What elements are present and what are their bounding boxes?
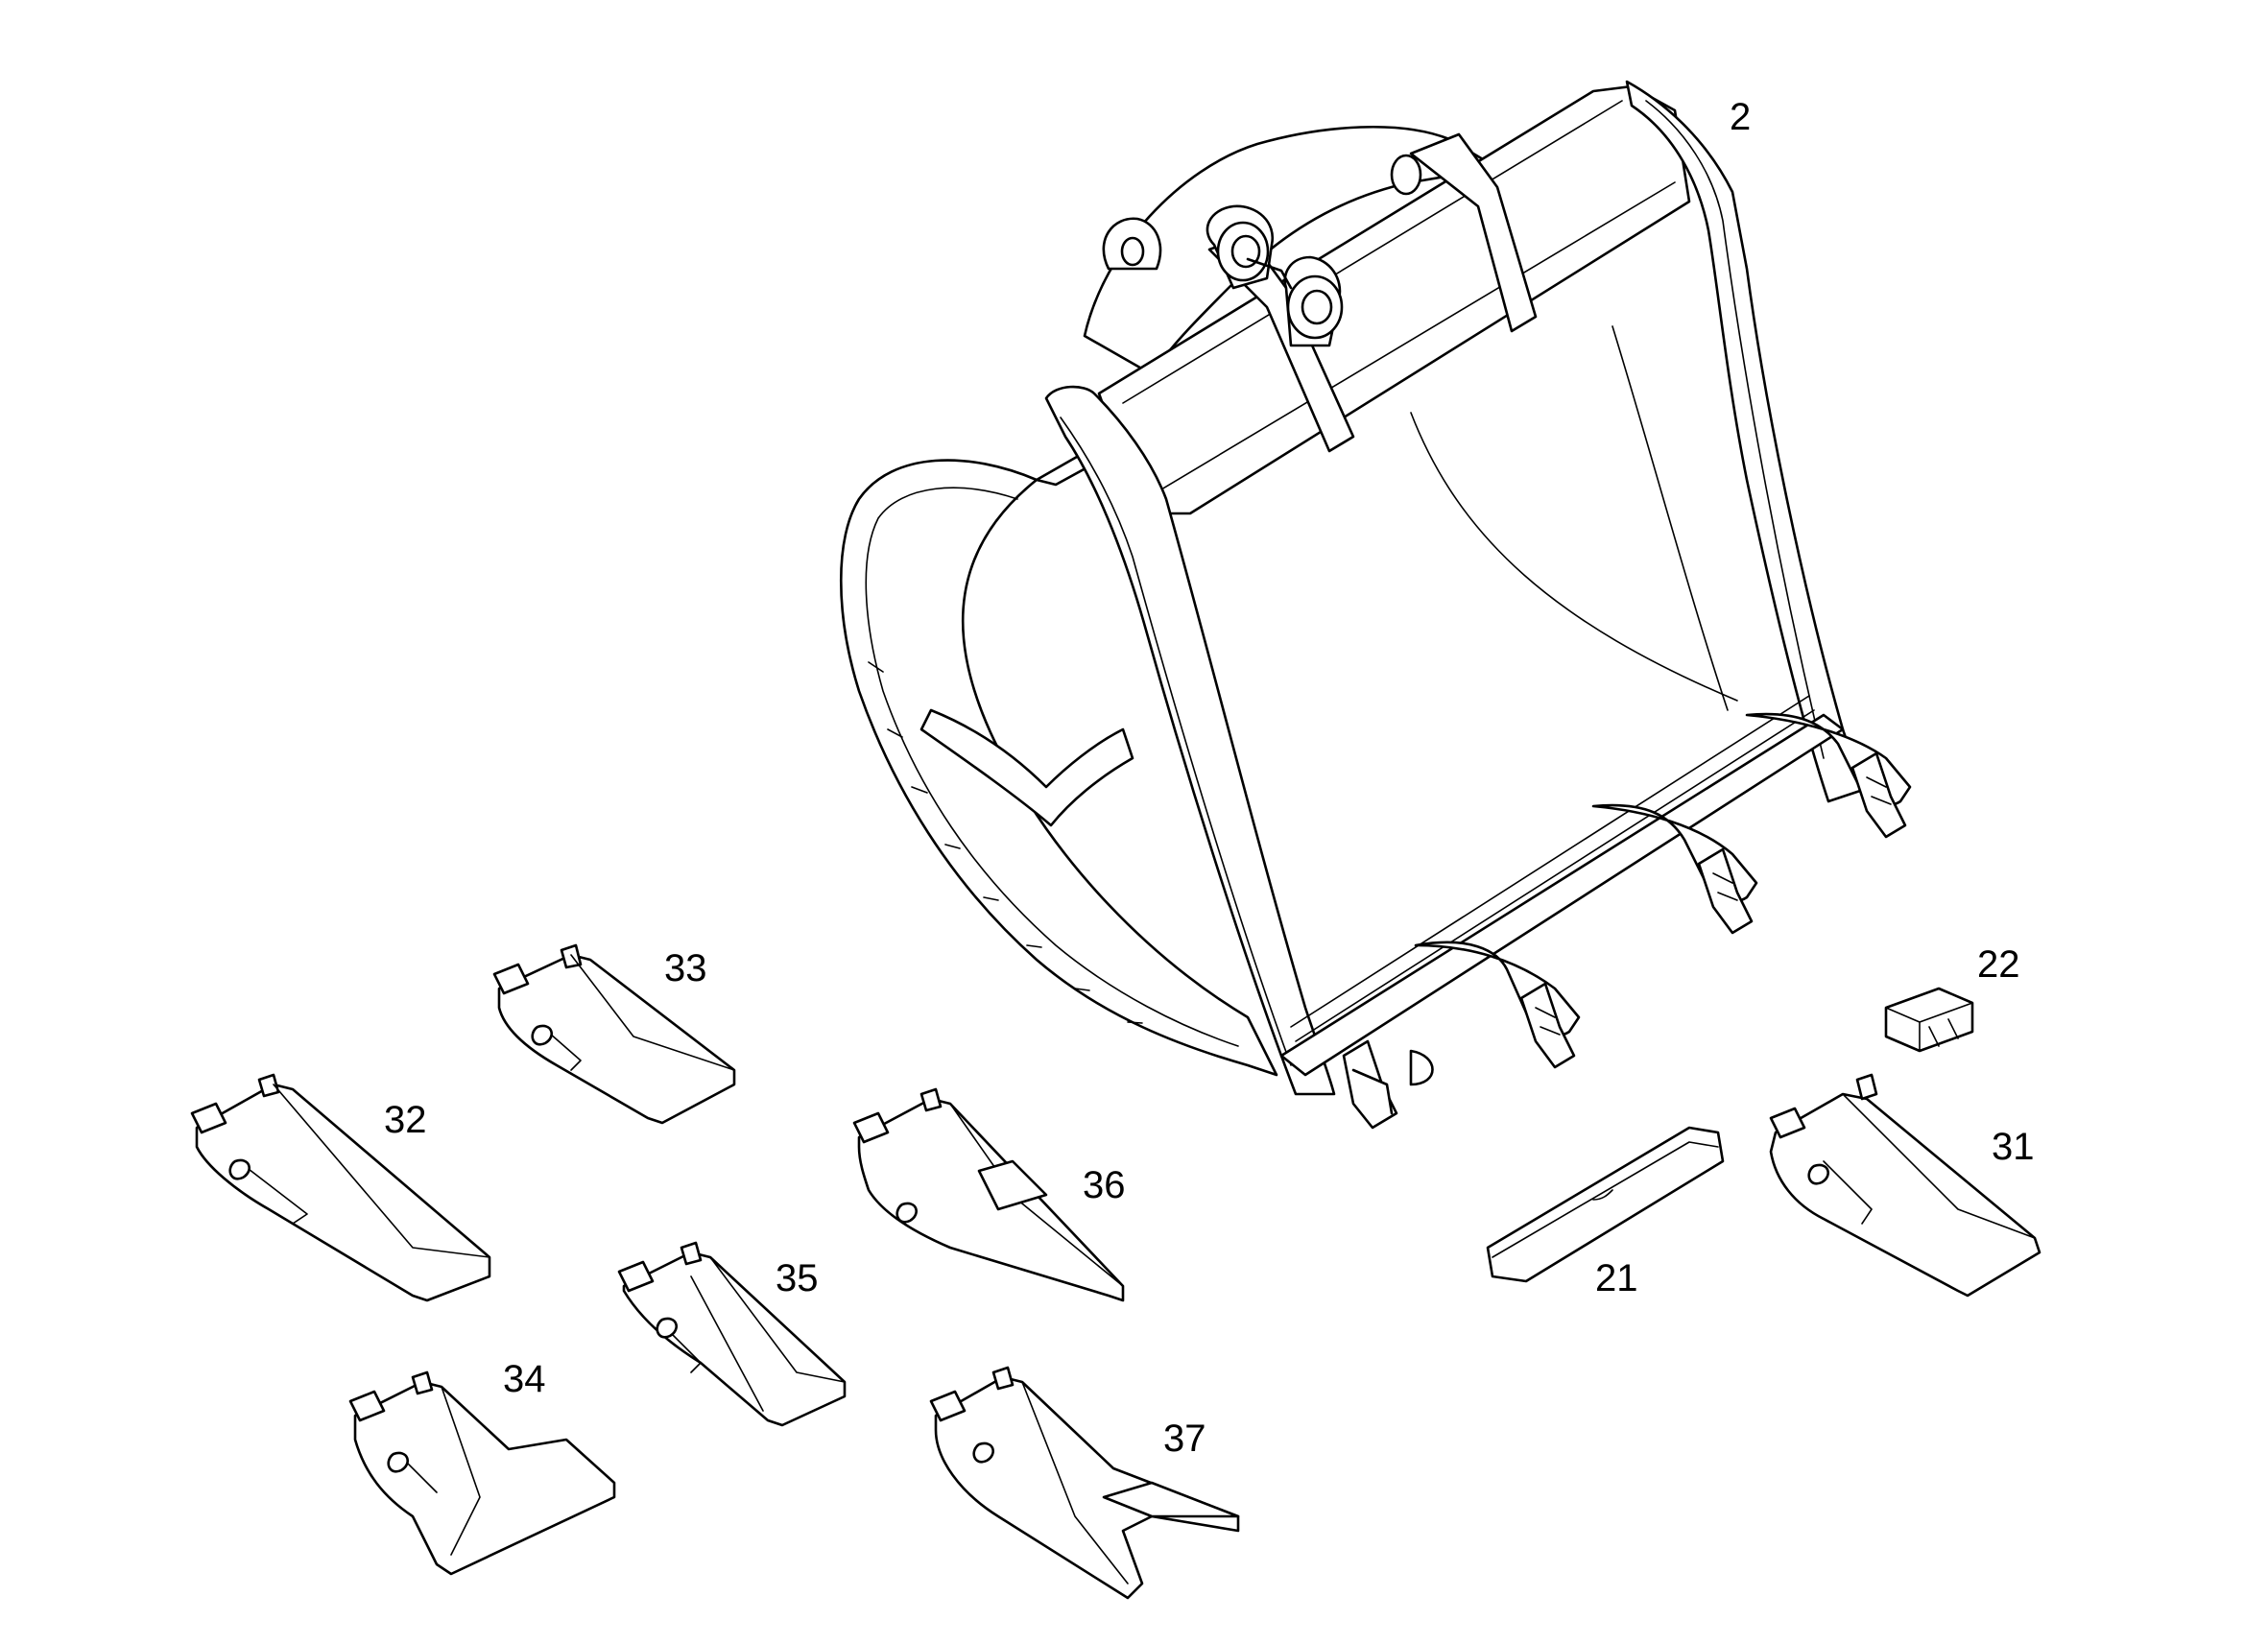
callout-22: 22 [1977,943,2020,986]
callout-35: 35 [776,1257,819,1299]
long-tooth-icon [190,1073,491,1302]
callout-34: 34 [503,1358,546,1400]
callout-21: 21 [1595,1257,1638,1299]
callout-36: 36 [1083,1164,1126,1206]
bucket-tooth-icon [1769,1073,2041,1298]
callout-31: 31 [1992,1126,2035,1168]
excavator-bucket-icon [840,80,1912,1130]
callout-37: 37 [1163,1418,1206,1460]
side-cutter-icon [1486,1126,1725,1283]
callout-32: 32 [384,1099,427,1141]
short-tooth-icon [492,943,736,1125]
wide-flare-tooth-icon [348,1370,616,1576]
pointed-tooth-icon [852,1087,1125,1302]
twin-ridge-tooth-icon [617,1241,847,1427]
callout-2: 2 [1730,96,1751,138]
callout-33: 33 [664,947,707,989]
twin-tiger-tooth-icon [929,1366,1240,1600]
wear-block-icon [1884,987,1974,1053]
